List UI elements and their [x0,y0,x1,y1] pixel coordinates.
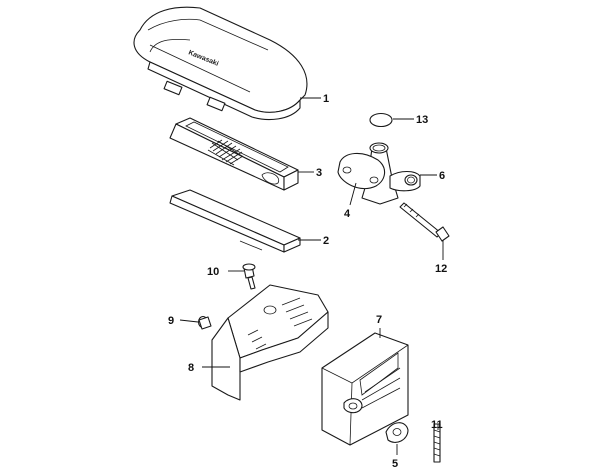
air-cleaner-cover: Kawasaki [133,6,308,121]
callout-11: 11 [431,419,443,431]
leader-line-9 [179,319,199,323]
leader-lines [179,97,444,455]
air-filter-element [169,117,299,191]
callout-1: 1 [323,93,329,105]
exhaust-gasket [385,422,409,443]
callout-2: 2 [323,235,329,247]
callout-8: 8 [188,362,194,374]
callout-6: 6 [439,170,445,182]
flange-bolt-top [242,263,256,290]
callout-5: 5 [392,458,398,470]
callout-13: 13 [416,114,428,126]
o-ring [369,112,393,128]
muffler [321,332,409,446]
intake-gasket [337,152,386,190]
flange-bolt-side [197,315,212,330]
callout-10: 10 [207,266,219,278]
pre-cleaner-pad [169,189,301,253]
leader-line-4 [349,182,357,206]
muffler-guard [211,284,329,401]
callout-9: 9 [168,315,174,327]
callout-3: 3 [316,167,322,179]
callout-numbers: 1 2 3 4 5 6 7 8 9 10 11 12 13 [168,93,447,470]
callout-7: 7 [376,314,382,326]
callout-4: 4 [344,208,351,220]
long-bolt [399,202,450,242]
callout-12: 12 [435,263,447,275]
filter-mesh-pattern [207,139,244,166]
